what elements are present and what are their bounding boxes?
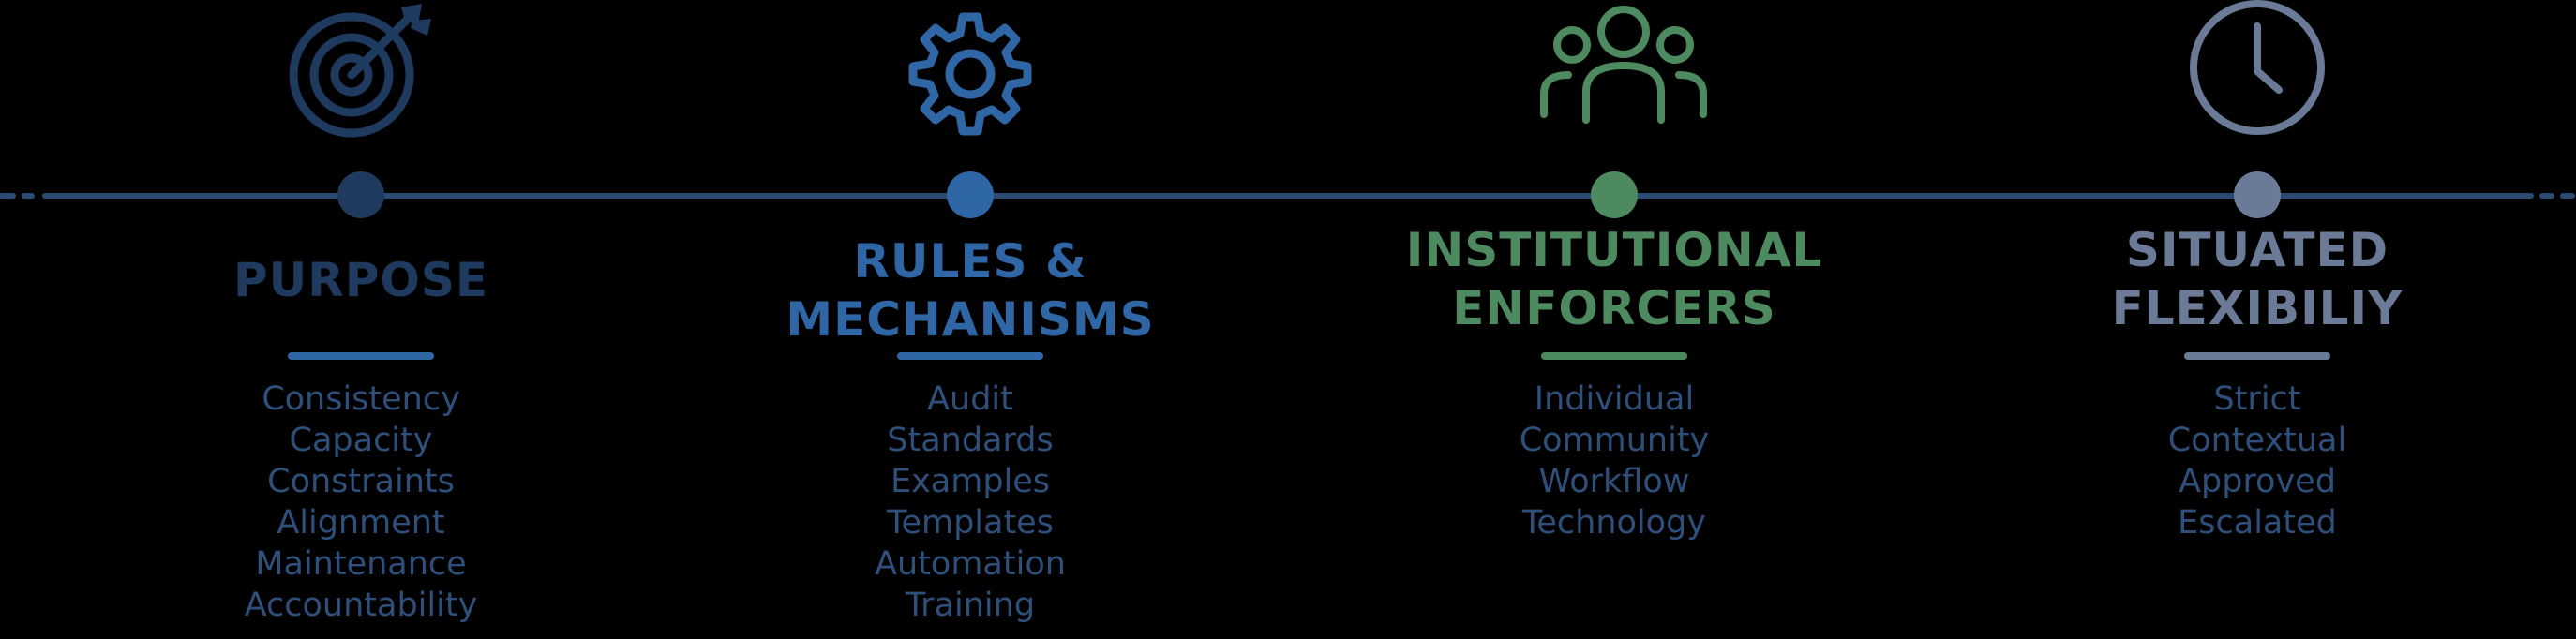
list-item: Alignment [277, 504, 445, 542]
list-item: Approved [2179, 463, 2336, 500]
title-underline-enforcers [1541, 352, 1687, 360]
list-item: Strict [2213, 380, 2301, 418]
timeline-node-rules [947, 171, 994, 218]
item-list-rules: Audit Standards Examples Templates Autom… [708, 379, 1233, 626]
list-item: Contextual [2167, 422, 2347, 459]
timeline-node-enforcers [1591, 171, 1638, 218]
item-list-purpose: Consistency Capacity Constraints Alignme… [98, 379, 623, 626]
list-item: Accountability [244, 587, 478, 624]
list-item: Automation [875, 545, 1066, 583]
title-underline-flexibility [2184, 352, 2330, 360]
column-title-enforcers: INSTITUTIONAL ENFORCERS [1405, 223, 1823, 335]
gear-icon [891, 0, 1050, 150]
list-item: Escalated [2178, 504, 2337, 542]
column-title-rules: RULES & MECHANISMS [786, 234, 1155, 347]
column-title-flexibility: SITUATED FLEXIBILIY [2111, 223, 2404, 335]
list-item: Maintenance [255, 545, 467, 583]
column-title-purpose: PURPOSE [232, 253, 489, 307]
list-item: Capacity [289, 422, 433, 459]
list-item: Training [905, 587, 1036, 624]
item-list-flexibility: Strict Contextual Approved Escalated [1995, 379, 2520, 543]
column-purpose: PURPOSE Consistency Capacity Constraints… [98, 0, 623, 639]
list-item: Audit [927, 380, 1013, 418]
title-underline-rules [897, 352, 1043, 360]
list-item: Templates [887, 504, 1054, 542]
title-underline-purpose [288, 352, 434, 360]
list-item: Technology [1521, 504, 1707, 542]
list-item: Workflow [1538, 463, 1690, 500]
list-item: Constraints [267, 463, 455, 500]
column-enforcers: INSTITUTIONAL ENFORCERS Individual Commu… [1352, 0, 1877, 639]
column-rules: RULES & MECHANISMS Audit Standards Examp… [708, 0, 1233, 639]
list-item: Consistency [262, 380, 460, 418]
list-item: Standards [887, 422, 1054, 459]
column-flexibility: SITUATED FLEXIBILIY Strict Contextual Ap… [1995, 0, 2520, 639]
clock-icon [2178, 0, 2337, 150]
list-item: Examples [890, 463, 1051, 500]
timeline-node-purpose [337, 171, 384, 218]
list-item: Community [1519, 422, 1710, 459]
target-icon [281, 0, 441, 150]
list-item: Individual [1534, 380, 1695, 418]
timeline-line [0, 191, 2576, 201]
people-group-icon [1535, 0, 1707, 150]
timeline-node-flexibility [2234, 171, 2281, 218]
item-list-enforcers: Individual Community Workflow Technology [1352, 379, 1877, 543]
